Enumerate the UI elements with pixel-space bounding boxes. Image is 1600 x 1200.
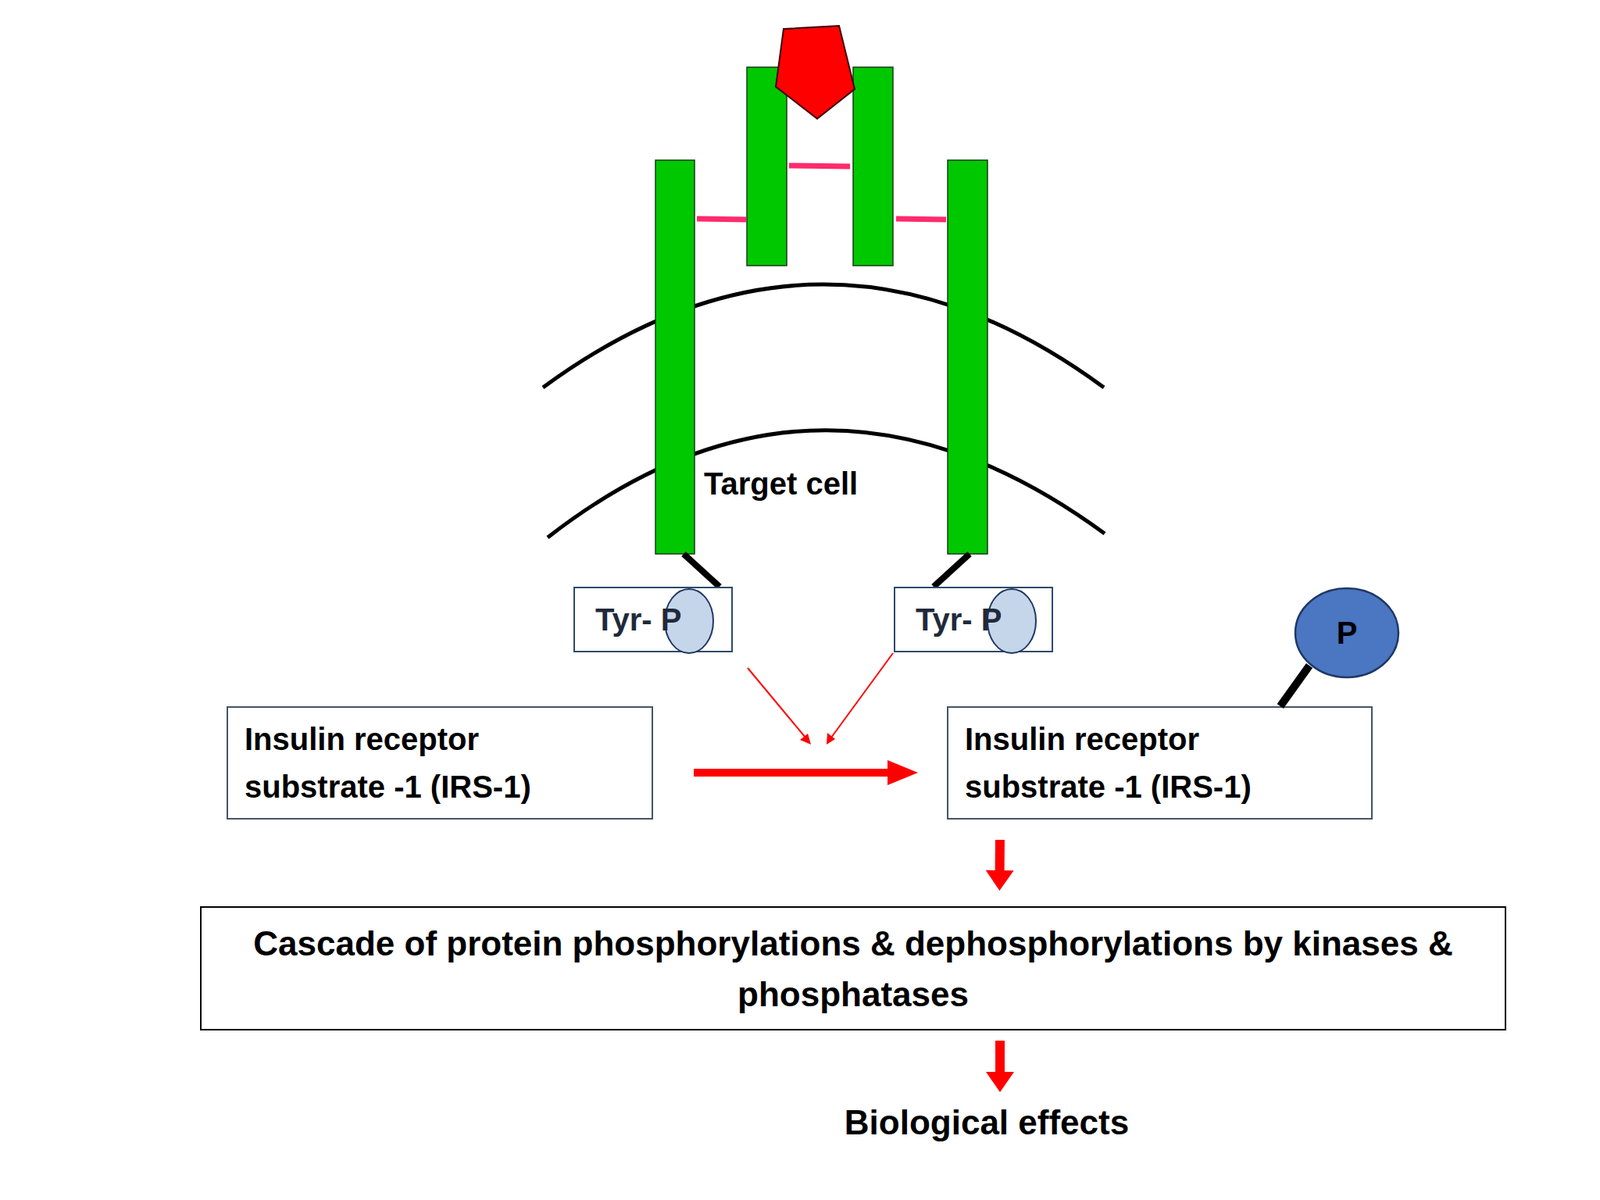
irs-node: Insulin receptor substrate -1 (IRS-1) [946, 706, 1373, 820]
arrow-head [887, 760, 918, 786]
tyr-node: Tyr- P [893, 586, 1054, 653]
disulfide-bond [789, 165, 850, 167]
tyrosine-stem [683, 553, 720, 587]
node-text: Tyr- P [595, 602, 682, 638]
arrow-head [800, 733, 811, 745]
phosphate-circle-shape [1295, 588, 1399, 678]
connector-line [995, 839, 1005, 873]
text-label: Biological effects [781, 1103, 1193, 1143]
alpha-subunit [853, 67, 893, 266]
irs-node: Insulin receptor substrate -1 (IRS-1) [226, 706, 654, 820]
node-text: P [1336, 615, 1358, 651]
tyrosine-stem [933, 553, 970, 587]
membrane-outer [542, 284, 1104, 388]
tyr-node: Tyr- P [573, 586, 733, 653]
arrow-head [826, 732, 836, 745]
activation-arrow [831, 653, 893, 738]
connector [693, 760, 918, 786]
activation-arrow [747, 667, 806, 738]
node-text: Cascade of protein phosphorylations & de… [248, 917, 1458, 1020]
node-text: Insulin receptor substrate -1 (IRS-1) [244, 715, 594, 811]
arrow-shaft [995, 1040, 1005, 1072]
node-text: Tyr- P [915, 602, 1002, 638]
connector [985, 839, 1015, 891]
node-text: Insulin receptor substrate -1 (IRS-1) [964, 715, 1314, 811]
arrow-head [985, 870, 1015, 891]
connector-line [1280, 665, 1310, 707]
disulfide-bond [696, 218, 747, 220]
circle-node: P [1293, 586, 1400, 679]
beta-subunit [947, 160, 988, 554]
beta-subunit [655, 160, 695, 554]
arrow-head [985, 1071, 1015, 1093]
membrane-inner [547, 430, 1105, 538]
connector [1280, 665, 1310, 707]
disulfide-bond [896, 218, 947, 220]
connector-line [693, 768, 891, 777]
alpha-subunit [746, 67, 787, 266]
text-label: Target cell [703, 466, 939, 502]
insulin-ligand [775, 25, 855, 119]
cascade-node: Cascade of protein phosphorylations & de… [200, 906, 1507, 1031]
